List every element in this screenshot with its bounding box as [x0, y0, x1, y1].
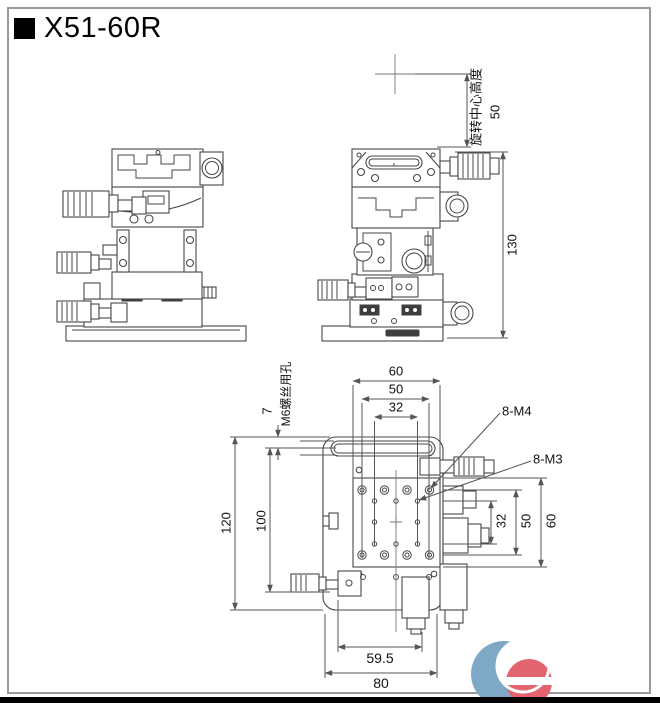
label-8-m4: 8-M4	[502, 403, 532, 419]
dim-right-60: 60	[543, 513, 559, 529]
bottom-black-bar	[0, 697, 660, 703]
bottom-view	[290, 436, 495, 635]
dim-bottom-80: 80	[373, 675, 389, 691]
dim-top-50: 50	[388, 381, 404, 397]
side-view	[56, 148, 247, 342]
title-bullet-square	[14, 18, 35, 39]
front-view	[317, 148, 500, 342]
leader-m3	[418, 460, 532, 501]
dim-left-100: 100	[253, 510, 269, 532]
dim-rotation-height-50: 50	[487, 104, 503, 120]
dim-offset-7: 7	[259, 407, 275, 415]
dim-top-60: 60	[388, 363, 404, 379]
page-title: X51-60R	[14, 14, 162, 43]
leader-m4	[430, 412, 501, 489]
dim-right-50: 50	[518, 513, 534, 529]
title-text: X51-60R	[44, 12, 162, 44]
dim-total-height-130: 130	[504, 234, 520, 256]
dim-rotation-center-label: 旋转中心高度	[468, 67, 484, 147]
plate-center-mark	[390, 516, 402, 528]
dim-right-32: 32	[493, 513, 509, 529]
brand-logo	[471, 638, 554, 703]
dim-top-32: 32	[388, 399, 404, 415]
dim-m6-slot-label: M6螺丝用孔	[279, 361, 293, 427]
label-8-m3: 8-M3	[533, 451, 563, 467]
dim-left-120: 120	[218, 512, 234, 534]
base-brand-mark	[385, 329, 420, 337]
dim-bottom-59-5: 59.5	[366, 650, 394, 666]
dimension-lines	[230, 54, 547, 678]
